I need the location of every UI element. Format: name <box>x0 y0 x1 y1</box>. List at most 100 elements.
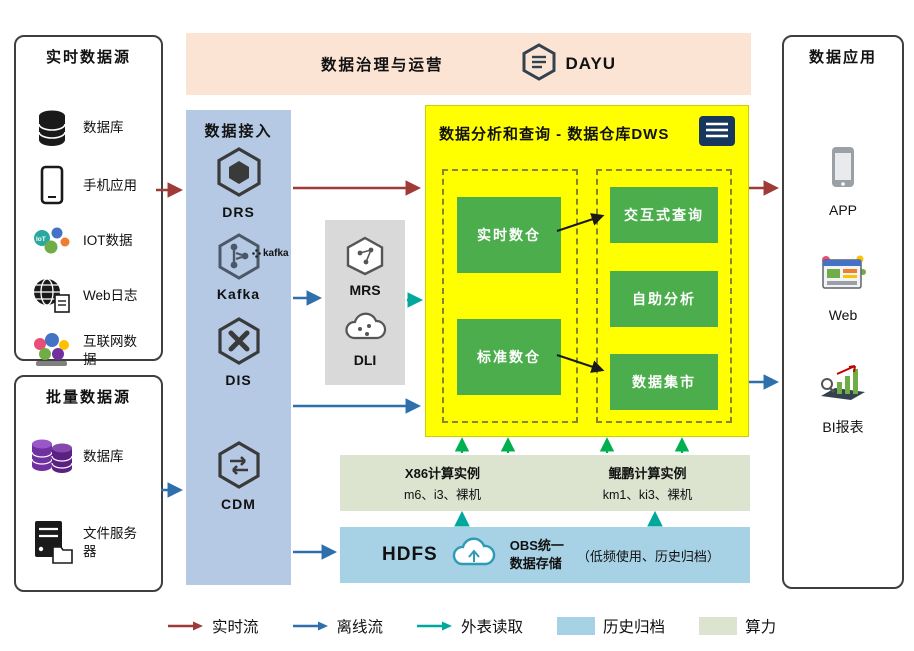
processing-box: MRS DLI <box>325 220 405 385</box>
obs-cloud-icon <box>451 536 497 575</box>
service-self-analysis: 自助分析 <box>610 271 718 327</box>
ingestion-item-drs: DRS <box>186 146 291 220</box>
realtime-flow-arrow-icon <box>168 621 203 631</box>
source-item-label: 互联网数据 <box>83 334 137 367</box>
dws-warehouse-group: 实时数仓 标准数仓 <box>442 169 578 423</box>
app-item-label: APP <box>828 202 857 218</box>
web-log-globe-icon <box>28 277 76 315</box>
processing-item-label: MRS <box>349 282 381 298</box>
source-item-iot: IoT IOT数据 <box>28 217 157 265</box>
source-item-label: 数据库 <box>83 449 124 465</box>
legend-label: 算力 <box>745 619 777 636</box>
dis-hexagon-icon <box>214 317 264 370</box>
ingestion-title: 数据接入 <box>204 123 273 140</box>
bi-report-chart-icon <box>817 362 869 411</box>
applications-title: 数据应用 <box>808 49 877 66</box>
cdm-hexagon-icon <box>214 441 264 494</box>
batch-sources-panel: 批量数据源 数据库 文件服务器 <box>14 375 163 592</box>
compute-bar: X86计算实例 m6、i3、裸机 鲲鹏计算实例 km1、ki3、裸机 <box>340 455 750 511</box>
source-item-label: 手机应用 <box>83 178 137 194</box>
internet-data-icon <box>28 332 76 370</box>
app-item-label: BI报表 <box>822 419 864 435</box>
app-item-web: Web <box>784 252 902 323</box>
source-item-label: 数据库 <box>83 120 124 136</box>
offline-flow-arrow-icon <box>292 621 328 631</box>
ingestion-item-dis: DIS <box>186 316 291 388</box>
kafka-wordmark: kafka <box>252 248 289 259</box>
legend-external-read: 外表读取 <box>417 615 523 637</box>
legend-history-archive: 历史归档 <box>557 615 665 637</box>
legend-realtime-flow: 实时流 <box>168 615 259 637</box>
ingestion-item-label: Kafka <box>216 286 261 302</box>
ingestion-column: 数据接入 DRS kafka Kafka DIS <box>186 110 291 585</box>
history-archive-swatch <box>557 617 596 635</box>
dayu-logo: DAYU <box>521 42 617 86</box>
purple-database-icon <box>28 435 76 479</box>
processing-item-mrs: MRS <box>325 236 405 298</box>
mobile-phone-icon <box>28 165 76 207</box>
dws-document-icon <box>698 115 736 151</box>
source-item-internet: 互联网数据 <box>28 325 157 377</box>
ingestion-item-label: DRS <box>222 204 255 220</box>
legend-label: 实时流 <box>212 619 259 636</box>
dws-title-row: 数据分析和查询 - 数据仓库DWS <box>426 106 748 151</box>
dayu-logo-text: DAYU <box>565 54 617 73</box>
realtime-sources-panel: 实时数据源 数据库 手机应用 IoT IOT数据 Web日志 <box>14 35 163 367</box>
applications-panel: 数据应用 APP Web BI报表 <box>782 35 904 589</box>
source-item-batch-database: 数据库 <box>28 427 157 487</box>
legend-offline-flow: 离线流 <box>292 615 384 637</box>
compute-kunpeng-detail: km1、ki3、裸机 <box>602 488 693 502</box>
warehouse-realtime: 实时数仓 <box>457 197 561 273</box>
ingestion-item-kafka: kafka Kafka <box>186 232 291 302</box>
source-item-label: 文件服务器 <box>83 526 137 559</box>
app-item-app: APP <box>784 145 902 218</box>
file-server-icon <box>28 519 76 567</box>
governance-title: 数据治理与运营 <box>320 57 444 74</box>
legend-compute-power: 算力 <box>699 615 776 637</box>
compute-power-swatch <box>699 617 738 635</box>
dws-title: 数据分析和查询 - 数据仓库DWS <box>439 125 670 143</box>
service-interactive-query: 交互式查询 <box>610 187 718 243</box>
legend-label: 外表读取 <box>461 619 524 636</box>
service-data-mart: 数据集市 <box>610 354 718 410</box>
source-item-label: IOT数据 <box>83 233 133 249</box>
obs-note: （低频使用、历史归档） <box>576 548 720 564</box>
dli-cloud-icon <box>343 312 387 350</box>
compute-x86-title: X86计算实例 <box>404 466 481 481</box>
svg-text:IoT: IoT <box>36 236 46 243</box>
source-item-file-server: 文件服务器 <box>28 511 157 575</box>
legend-label: 离线流 <box>336 619 384 636</box>
kafka-hexagon-icon <box>215 233 263 284</box>
compute-x86-detail: m6、i3、裸机 <box>403 488 482 502</box>
obs-title-line2: 数据存储 <box>509 556 562 571</box>
warehouse-standard: 标准数仓 <box>457 319 561 395</box>
processing-item-label: DLI <box>353 352 377 368</box>
app-item-label: Web <box>828 307 858 323</box>
source-item-mobile: 手机应用 <box>28 161 157 211</box>
app-item-bi: BI报表 <box>784 362 902 437</box>
drs-hexagon-icon <box>213 147 265 202</box>
legend-label: 历史归档 <box>603 619 666 636</box>
storage-bar: HDFS OBS统一 数据存储 （低频使用、历史归档） <box>340 527 750 583</box>
database-icon <box>28 108 76 148</box>
compute-x86: X86计算实例 m6、i3、裸机 <box>340 455 545 511</box>
app-phone-icon <box>825 145 861 196</box>
dws-box: 数据分析和查询 - 数据仓库DWS 实时数仓 标准数仓 交互式查询 自助分析 数… <box>425 105 749 437</box>
ingestion-item-label: DIS <box>225 372 252 388</box>
compute-kunpeng-title: 鲲鹏计算实例 <box>608 466 687 481</box>
source-item-weblog: Web日志 <box>28 271 157 321</box>
ingestion-item-cdm: CDM <box>186 440 291 512</box>
dayu-hexagon-icon <box>521 42 557 86</box>
iot-icon: IoT <box>28 224 76 258</box>
kafka-dots-icon <box>252 249 261 258</box>
external-read-arrow-icon <box>417 621 453 631</box>
dws-service-group: 交互式查询 自助分析 数据集市 <box>596 169 732 423</box>
processing-item-dli: DLI <box>325 308 405 368</box>
batch-sources-title: 批量数据源 <box>45 389 131 406</box>
compute-kunpeng: 鲲鹏计算实例 km1、ki3、裸机 <box>545 455 750 511</box>
web-browser-icon <box>818 252 868 301</box>
source-item-database: 数据库 <box>28 103 157 153</box>
obs-title-line1: OBS统一 <box>509 538 564 554</box>
source-item-label: Web日志 <box>83 288 138 304</box>
